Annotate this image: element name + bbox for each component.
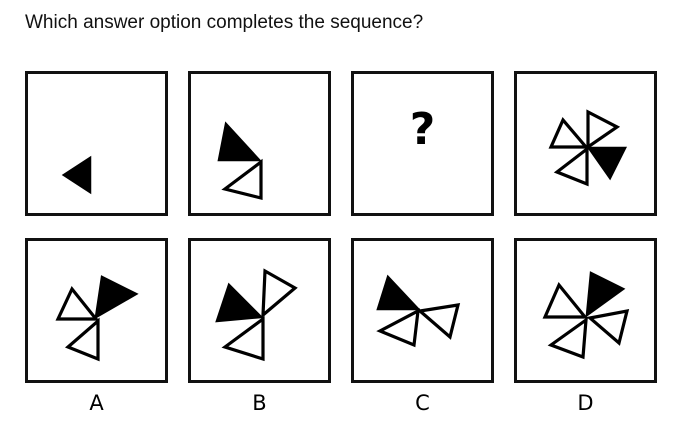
answer-cell-c: C bbox=[351, 238, 494, 415]
answer-figure-a bbox=[55, 275, 139, 362]
blade-white-lower-left bbox=[221, 315, 265, 362]
sequence-cell-4 bbox=[514, 71, 657, 216]
answers-row: A B C bbox=[25, 238, 657, 415]
blade-white-left bbox=[548, 117, 590, 149]
blade-white-lower-left bbox=[547, 316, 588, 360]
sequence-cell-3: ? bbox=[351, 71, 494, 216]
sequence-panel-3: ? bbox=[351, 71, 494, 216]
puzzle-grid: ? A bbox=[25, 71, 657, 415]
answer-figure-b bbox=[215, 268, 298, 362]
blade-black-upper-left bbox=[217, 121, 262, 162]
answer-cell-a: A bbox=[25, 238, 168, 415]
blade-black-upper-right bbox=[585, 271, 626, 318]
blade-white-left bbox=[55, 285, 100, 321]
answer-cell-b: B bbox=[188, 238, 331, 415]
answer-label-c: C bbox=[415, 391, 430, 415]
sequence-cell-1 bbox=[25, 71, 168, 216]
sequence-figure-2 bbox=[217, 121, 263, 201]
answer-option-d[interactable] bbox=[514, 238, 657, 383]
blade-white-lower-left bbox=[553, 145, 589, 187]
blade-black-upper-right bbox=[94, 275, 139, 320]
answer-label-d: D bbox=[577, 391, 594, 415]
blade-white-lower-right bbox=[221, 158, 263, 201]
blade-black-left bbox=[215, 282, 264, 323]
sequence-panel-4 bbox=[514, 71, 657, 216]
blade-black-left bbox=[376, 274, 421, 311]
sequence-panel-1 bbox=[25, 71, 168, 216]
blade-black-right bbox=[586, 146, 628, 181]
answer-option-b[interactable] bbox=[188, 238, 331, 383]
blade-white-lower-left bbox=[64, 317, 100, 362]
page-title: Which answer option completes the sequen… bbox=[25, 12, 424, 33]
blade-white-left bbox=[542, 281, 589, 319]
sequence-figure-1 bbox=[61, 155, 92, 195]
answer-figure-c bbox=[376, 274, 461, 348]
sequence-cell-2 bbox=[188, 71, 331, 216]
blade-white-lower-left bbox=[376, 308, 420, 348]
answer-label-b: B bbox=[252, 391, 267, 415]
question-mark: ? bbox=[409, 104, 436, 155]
sequence-row: ? bbox=[25, 71, 657, 216]
blade-white-right bbox=[586, 308, 630, 346]
blade-white-upper-right bbox=[261, 268, 298, 319]
blade-white-right bbox=[416, 303, 461, 340]
blade-black-left bbox=[61, 155, 92, 195]
blade-white-up bbox=[586, 109, 621, 151]
answer-cell-d: D bbox=[514, 238, 657, 415]
answer-label-a: A bbox=[89, 391, 104, 415]
answer-option-c[interactable] bbox=[351, 238, 494, 383]
sequence-panel-2 bbox=[188, 71, 331, 216]
sequence-figure-4 bbox=[548, 109, 628, 187]
answer-figure-d bbox=[542, 271, 630, 360]
answer-option-a[interactable] bbox=[25, 238, 168, 383]
